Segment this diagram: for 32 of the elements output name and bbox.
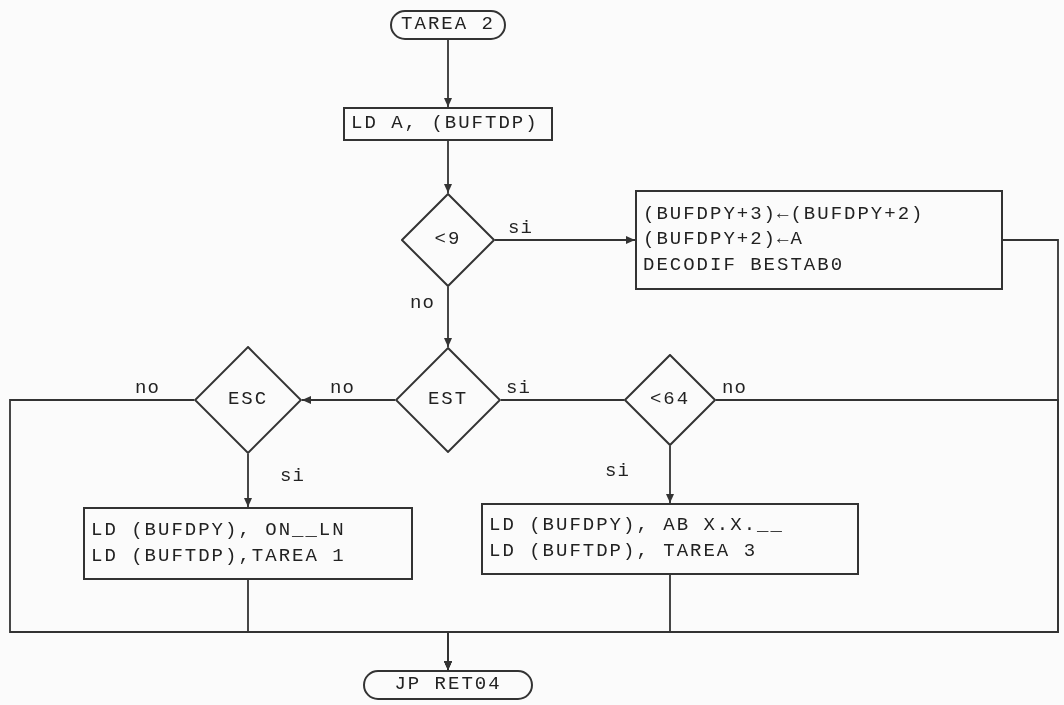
process-box: [635, 190, 1003, 290]
connector-arrow: [444, 286, 452, 348]
connector-arrow: [666, 445, 674, 504]
instruction-text: LD (BUFTDP),TAREA 1: [91, 543, 347, 569]
instruction-text: (BUFDPY+2)←A: [643, 227, 805, 253]
process-box: [481, 503, 859, 575]
terminal-box: [363, 670, 533, 700]
connector-arrow: [494, 236, 636, 244]
instruction-text: JP RET04: [394, 672, 502, 698]
condition-text: EST: [427, 387, 469, 413]
instruction-text: LD (BUFDPY), ON__LN: [91, 517, 347, 543]
condition-text: <64: [649, 387, 691, 413]
instruction-text: DECODIF BESTAB0: [643, 252, 846, 278]
instruction-text: (BUFDPY+3)←(BUFDPY+2): [643, 201, 926, 227]
connector-arrow: [444, 574, 671, 671]
decision-diamond: [624, 354, 716, 446]
decision-diamond: [194, 346, 302, 454]
condition-text: <9: [434, 227, 462, 253]
connector-arrow: [444, 140, 452, 194]
condition-text: ESC: [227, 387, 269, 413]
process-box: [83, 507, 413, 580]
connector-arrow: [244, 453, 252, 508]
instruction-text: LD (BUFDPY), AB X.X.__: [489, 513, 785, 539]
decision-diamond: [395, 347, 501, 453]
process-box: [343, 107, 553, 141]
terminal-box: [390, 10, 506, 40]
connector-arrow: [444, 39, 452, 108]
instruction-text: LD A, (BUFTDP): [351, 111, 540, 137]
instruction-text: TAREA 2: [401, 12, 495, 38]
connector-arrow: [301, 396, 396, 404]
instruction-text: LD (BUFTDP), TAREA 3: [489, 539, 759, 564]
decision-diamond: [401, 193, 495, 287]
